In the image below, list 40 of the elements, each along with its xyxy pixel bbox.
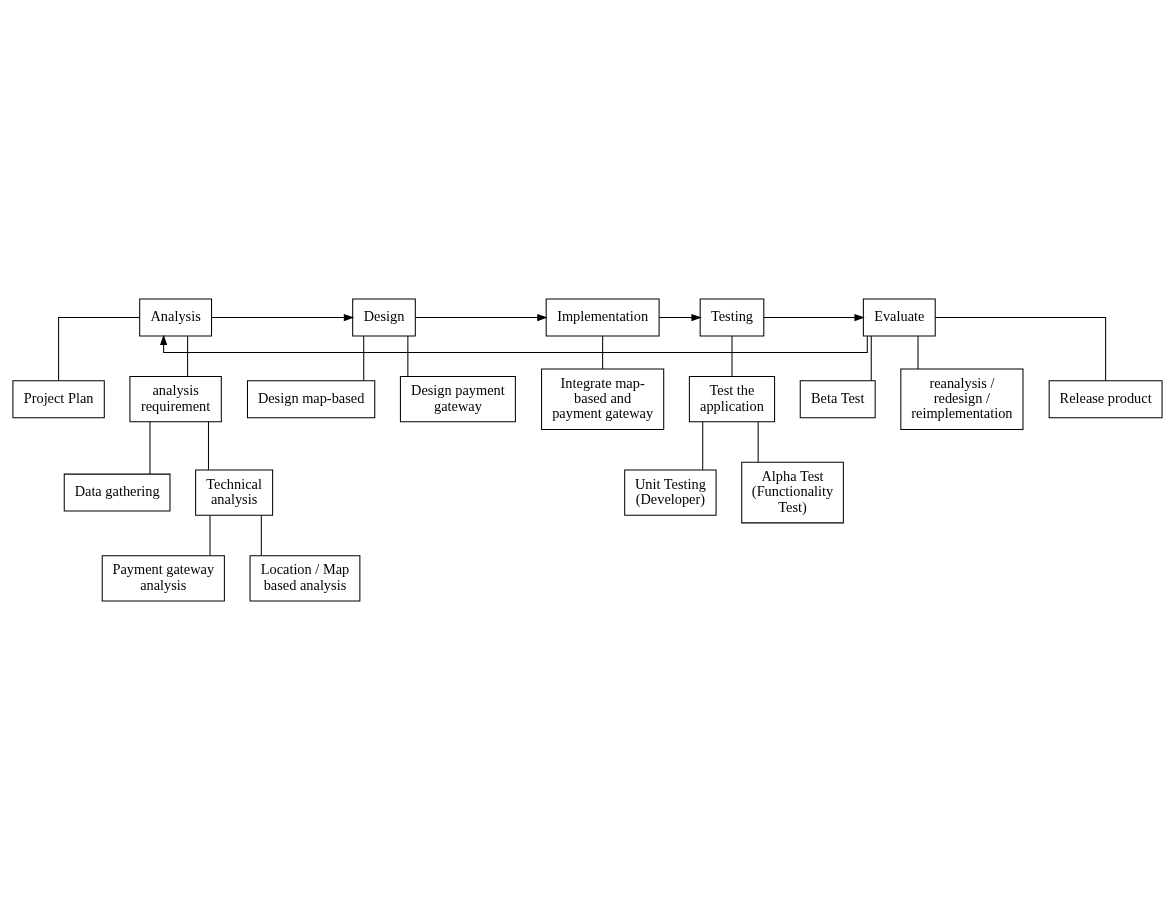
connector xyxy=(702,421,704,471)
node-box: Analysis xyxy=(139,298,213,337)
connector xyxy=(149,421,151,475)
connector xyxy=(757,421,759,463)
node-box: Design xyxy=(352,298,416,337)
node-box: Unit Testing (Developer) xyxy=(624,469,717,516)
connector xyxy=(207,421,209,471)
node-box: Testing xyxy=(699,298,765,337)
node-box: Evaluate xyxy=(862,298,936,337)
node-box: Project Plan xyxy=(12,380,105,419)
connector xyxy=(917,335,919,370)
node-box: Payment gateway analysis xyxy=(101,555,225,602)
node-box: Beta Test xyxy=(799,380,876,419)
node-box: Implementation xyxy=(545,298,660,337)
node-box: Data gathering xyxy=(63,473,171,512)
connector xyxy=(934,317,1107,382)
arrow xyxy=(160,334,868,353)
arrow xyxy=(763,314,865,322)
connector xyxy=(187,335,189,377)
node-box: reanalysis / redesign / reimplementation xyxy=(900,368,1024,430)
connector xyxy=(209,515,211,557)
node-box: Location / Map based analysis xyxy=(249,555,361,602)
connector xyxy=(58,317,141,382)
node-box: analysis requirement xyxy=(129,376,222,423)
node-box: Integrate map-based and payment gateway xyxy=(541,368,665,430)
connector xyxy=(407,335,409,377)
arrow xyxy=(211,314,355,322)
connector xyxy=(602,335,604,370)
node-box: Release product xyxy=(1048,380,1163,419)
arrow xyxy=(414,314,548,322)
node-box: Test the application xyxy=(688,376,776,423)
connector xyxy=(363,335,365,381)
node-box: Technical analysis xyxy=(195,469,274,516)
node-box: Alpha Test (Functionality Test) xyxy=(741,461,844,524)
node-box: Design payment gateway xyxy=(399,376,516,423)
arrow xyxy=(658,314,702,322)
node-box: Design map-based xyxy=(246,380,376,419)
connector xyxy=(260,515,262,557)
connector xyxy=(870,335,872,381)
connector xyxy=(731,335,733,377)
